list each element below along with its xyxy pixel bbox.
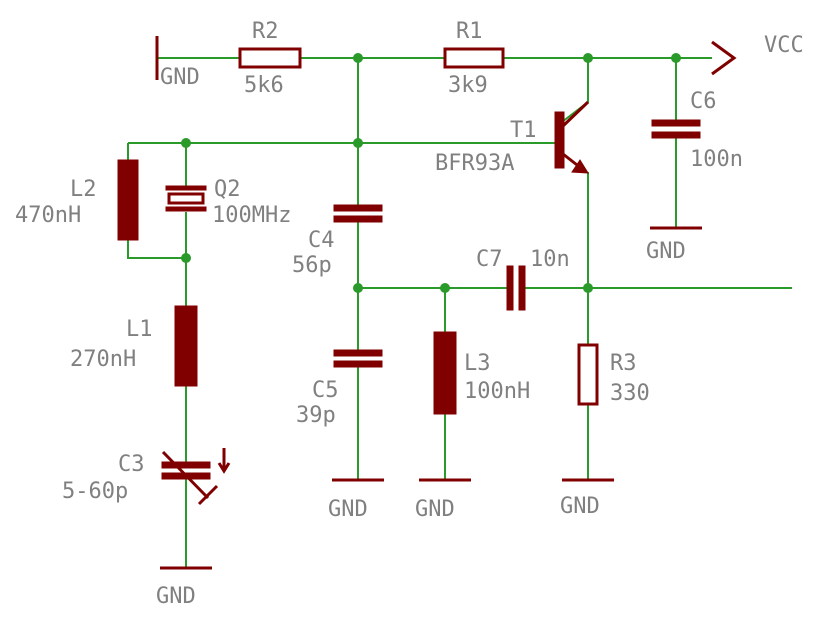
inductor-l1 <box>174 305 198 387</box>
capacitor-c4-plate-bottom <box>333 215 383 223</box>
c7-ref: C7 <box>476 247 503 272</box>
crystal-q2 <box>165 185 207 212</box>
trimmer-arrow-icon <box>217 448 231 474</box>
c6-value: 100n <box>690 147 743 172</box>
capacitor-c5-plate-top <box>333 349 383 357</box>
vcc-label: VCC <box>764 33 804 58</box>
vcc-arrow-icon <box>711 40 737 76</box>
capacitor-c7-plate-right <box>518 265 526 311</box>
q2-value: 100MHz <box>212 203 291 228</box>
capacitor-c6-plate-bottom <box>651 131 701 139</box>
wires <box>127 57 792 568</box>
capacitor-c4-plate-top <box>333 204 383 212</box>
q2-ref: Q2 <box>214 177 241 202</box>
c4-ref: C4 <box>308 228 335 253</box>
junction-c6 <box>671 53 681 63</box>
r3-ref: R3 <box>610 351 637 376</box>
resistor-r1 <box>443 47 505 69</box>
gnd-label-l3: GND <box>415 497 455 522</box>
l1-ref: L1 <box>126 317 153 342</box>
l3-ref: L3 <box>464 351 491 376</box>
junction-emitter-out <box>583 283 593 293</box>
gnd-label-left: GND <box>160 65 200 90</box>
trimmer-capacitor-c3 <box>161 448 231 506</box>
c5-value: 39p <box>296 403 336 428</box>
r2-ref: R2 <box>252 19 279 44</box>
gnd-label-c6: GND <box>646 239 686 264</box>
capacitor-c6-plate-top <box>651 119 701 127</box>
junction-r2-r1 <box>353 53 363 63</box>
junction-c4-c5 <box>353 283 363 293</box>
c4-value: 56p <box>292 253 332 278</box>
l3-value: 100nH <box>464 379 530 404</box>
inductor-l2 <box>117 159 139 241</box>
gnd-label-c3: GND <box>156 584 196 609</box>
junction-q2-base <box>181 138 191 148</box>
t1-value: BFR93A <box>435 151 514 176</box>
transistor-t1 <box>554 100 590 174</box>
junction-r1-collector <box>583 53 593 63</box>
c3-value: 5-60p <box>62 479 128 504</box>
r1-ref: R1 <box>456 19 483 44</box>
wire-l2-bottom <box>127 240 186 259</box>
emitter-arrow-icon <box>571 159 589 174</box>
junctions <box>181 53 681 293</box>
t1-ref: T1 <box>510 118 537 143</box>
gnd-label-c5: GND <box>328 497 368 522</box>
l2-value: 470nH <box>15 203 81 228</box>
c3-ref: C3 <box>118 452 145 477</box>
r2-value: 5k6 <box>244 73 284 98</box>
wire-collector <box>561 58 589 123</box>
resistor-r3 <box>577 343 599 406</box>
r1-value: 3k9 <box>448 73 488 98</box>
resistor-r2 <box>238 47 302 69</box>
gnd-label-r3: GND <box>560 494 600 519</box>
l2-ref: L2 <box>70 177 97 202</box>
c6-ref: C6 <box>690 89 717 114</box>
junction-base <box>353 138 363 148</box>
junction-l2-q2 <box>181 253 191 263</box>
l1-value: 270nH <box>70 347 136 372</box>
c5-ref: C5 <box>312 378 339 403</box>
c7-value: 10n <box>530 247 570 272</box>
capacitor-c5-plate-bottom <box>333 360 383 368</box>
junction-l3 <box>440 283 450 293</box>
capacitor-c7-plate-left <box>506 265 514 311</box>
inductor-l3 <box>433 331 457 415</box>
r3-value: 330 <box>610 381 650 406</box>
